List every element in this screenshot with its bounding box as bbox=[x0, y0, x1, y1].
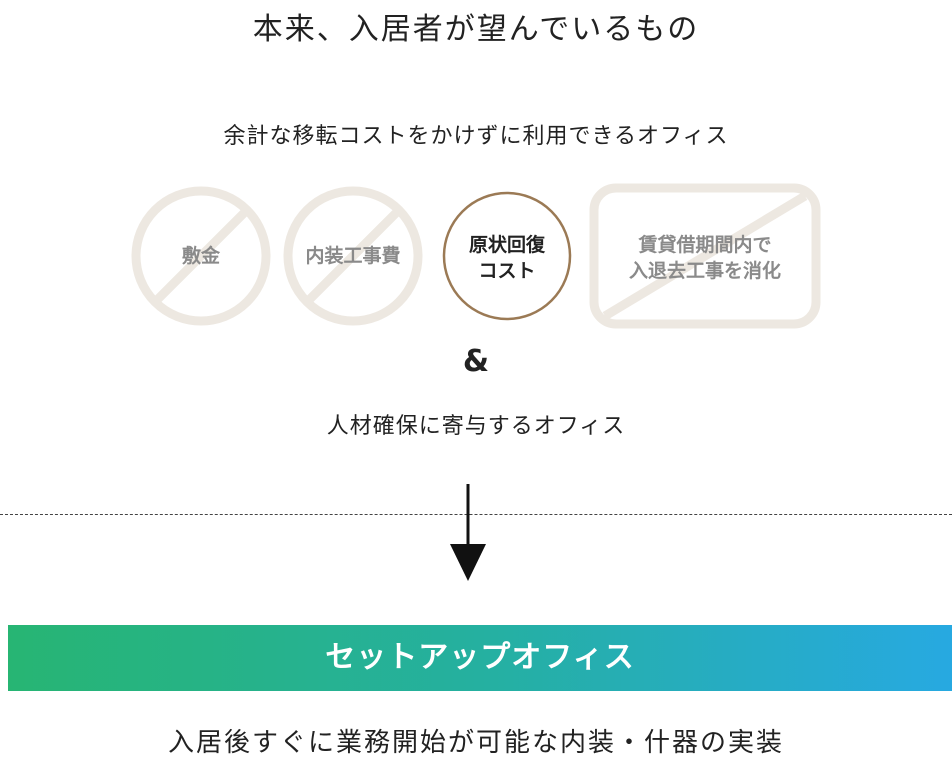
bottom-caption: 入居後すぐに業務開始が可能な内装・什器の実装 bbox=[167, 728, 784, 758]
ampersand: & bbox=[462, 344, 490, 379]
cost-badges-graphic bbox=[131, 183, 821, 329]
badge-move-work-line1: 賃貸借期間内で bbox=[638, 234, 772, 256]
badge-restoration-line1: 原状回復 bbox=[468, 234, 545, 256]
badge-deposit bbox=[131, 186, 271, 326]
subtitle: 余計な移転コストをかけずに利用できるオフィス bbox=[223, 124, 729, 149]
badge-restoration-line2: コスト bbox=[478, 260, 536, 282]
badge-move-work-frame bbox=[589, 183, 821, 329]
badge-move-work-label: 賃貸借期間内で 入退去工事を消化 bbox=[600, 232, 810, 284]
dashed-divider bbox=[0, 514, 952, 515]
badge-interior-cost-label: 内装工事費 bbox=[305, 245, 401, 267]
badge-move-work-line2: 入退去工事を消化 bbox=[628, 260, 781, 282]
talent-office-text: 人材確保に寄与するオフィス bbox=[326, 414, 626, 439]
cost-badges: 敷金 内装工事費 原状回復 コスト 賃貸借期間内で 入退去工事を消化 bbox=[0, 182, 952, 332]
badge-interior-cost-ring bbox=[283, 186, 423, 326]
badge-deposit-label: 敷金 bbox=[181, 245, 220, 267]
badge-deposit-slash bbox=[151, 206, 251, 306]
badge-move-work-slash bbox=[602, 192, 808, 320]
page-title: 本来、入居者が望んでいるもの bbox=[252, 12, 700, 47]
badge-move-work bbox=[589, 183, 821, 329]
badge-interior-cost-slash bbox=[303, 206, 403, 306]
down-arrow-icon bbox=[450, 484, 486, 581]
badge-restoration-ring bbox=[442, 191, 572, 321]
badge-restoration bbox=[442, 191, 572, 321]
setup-office-banner: セットアップオフィス bbox=[8, 625, 952, 691]
badge-restoration-label: 原状回復 コスト bbox=[447, 232, 567, 284]
badge-interior-cost bbox=[283, 186, 423, 326]
badge-deposit-ring bbox=[131, 186, 271, 326]
